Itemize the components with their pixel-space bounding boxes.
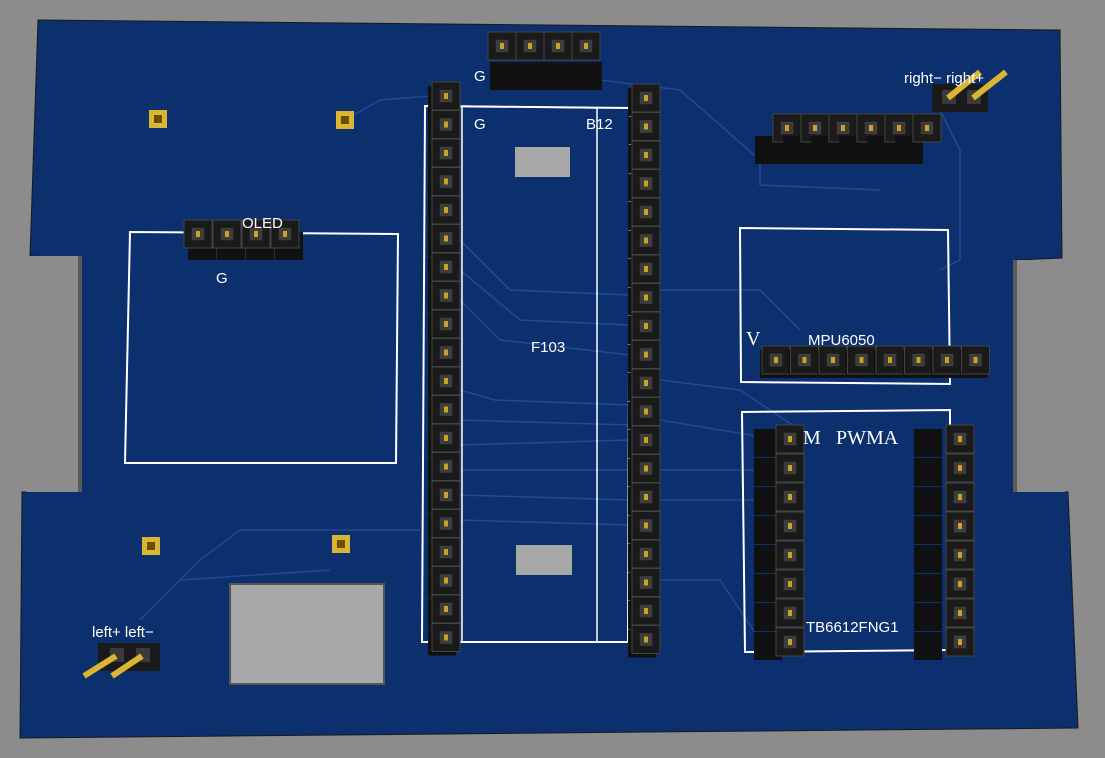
motor-left-label: left+ left− bbox=[92, 624, 154, 641]
left-motor-connector bbox=[82, 643, 160, 679]
driver-pwma-label: PWMA bbox=[836, 427, 899, 449]
left-notch-edge bbox=[78, 256, 82, 492]
pin-headers bbox=[183, 31, 990, 660]
pin-header-icon bbox=[431, 81, 461, 111]
pin-header-icon bbox=[945, 424, 975, 454]
right-motor-connector bbox=[932, 69, 1008, 112]
mpu6050-outline bbox=[738, 226, 952, 386]
mounting-pads bbox=[142, 110, 354, 555]
top-header-ground-label: G bbox=[474, 68, 486, 85]
pin-header-icon bbox=[431, 594, 461, 624]
pin-header-icon bbox=[775, 540, 805, 570]
right-notch bbox=[1015, 260, 1065, 492]
motor-right-label: right− right+ bbox=[904, 70, 984, 87]
mcu-pin-label: B12 bbox=[586, 116, 613, 133]
tb6612-left-header bbox=[754, 424, 805, 660]
top-power-header bbox=[487, 31, 602, 90]
imu-voltage-label: V bbox=[746, 328, 761, 350]
pin-header-icon bbox=[431, 281, 461, 310]
oled-module-outline bbox=[123, 230, 400, 464]
left-notch bbox=[26, 256, 80, 492]
mcu-right-header bbox=[628, 83, 661, 658]
oled-ground-label: G bbox=[216, 270, 228, 287]
mcu-left-header bbox=[428, 81, 461, 656]
six-pin-header bbox=[755, 113, 942, 164]
right-notch-edge bbox=[1013, 260, 1017, 492]
driver-name-label: TB6612FNG1 bbox=[806, 619, 899, 636]
smd-chip-icon bbox=[515, 147, 570, 177]
dc-dc-module bbox=[229, 583, 385, 685]
imu-name-label: MPU6050 bbox=[808, 332, 875, 349]
oled-header bbox=[183, 219, 303, 260]
mpu6050-header bbox=[760, 345, 990, 378]
driver-m-label: M bbox=[803, 427, 821, 449]
mcu-name-label: F103 bbox=[531, 339, 565, 356]
mcu-ground-label: G bbox=[474, 116, 486, 133]
tb6612-right-header bbox=[914, 424, 975, 660]
oled-name-label: OLED bbox=[242, 215, 283, 232]
smd-chip-icon bbox=[516, 545, 572, 575]
